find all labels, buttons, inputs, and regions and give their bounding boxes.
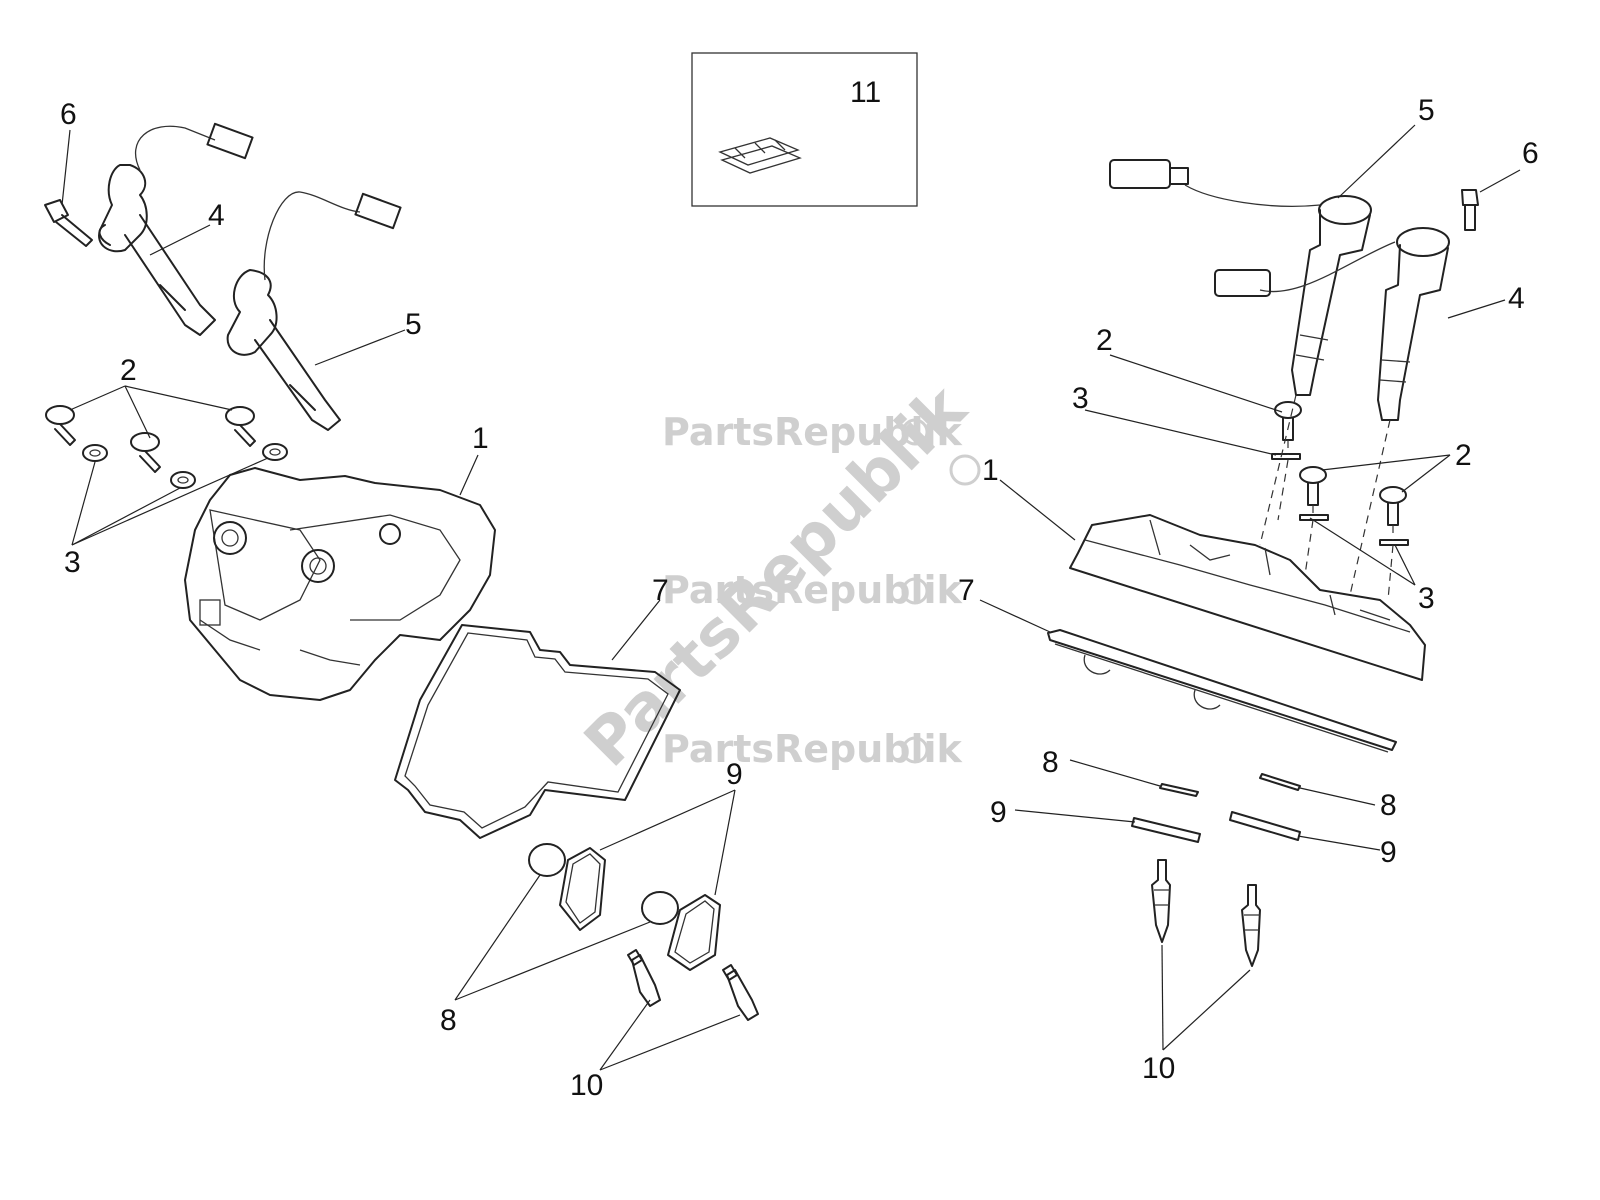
callout-right-6: 6 <box>1522 137 1539 170</box>
watermark-1: PartsRepublik <box>662 410 963 454</box>
gasket-kit-icon <box>718 137 802 174</box>
callout-left-5: 5 <box>405 308 422 341</box>
callout-right-3b: 3 <box>1418 582 1435 615</box>
left-ignition-coil-4 <box>98 122 254 336</box>
watermark-2: PartsRepublik <box>662 568 963 612</box>
callout-right-8a: 8 <box>1042 746 1059 779</box>
left-valve-cover-1 <box>184 467 496 701</box>
leader-lines <box>61 124 1521 1071</box>
callout-right-7: 7 <box>958 574 975 607</box>
left-spark-plugs-10 <box>627 949 759 1021</box>
left-orings-8 <box>528 843 679 925</box>
right-bolt-6 <box>1461 189 1479 231</box>
right-valve-cover-1 <box>1069 514 1426 681</box>
callout-right-5: 5 <box>1418 94 1435 127</box>
callout-right-8b: 8 <box>1380 789 1397 822</box>
callout-right-3a: 3 <box>1072 382 1089 415</box>
right-ignition-coil-5 <box>1109 159 1372 396</box>
right-spark-plugs-10 <box>1151 859 1261 967</box>
watermark-3: PartsRepublik <box>662 727 963 771</box>
callout-left-7: 7 <box>652 574 669 607</box>
callout-kit-11: 11 <box>850 76 881 109</box>
left-washers-3 <box>82 443 288 489</box>
callout-right-9b: 9 <box>1380 836 1397 869</box>
callouts: 6 4 5 2 3 1 7 9 8 10 11 5 6 4 2 3 1 2 3 … <box>60 76 1539 1102</box>
callout-left-4: 4 <box>208 199 225 232</box>
callout-right-1: 1 <box>982 454 999 487</box>
callout-left-3: 3 <box>64 546 81 579</box>
callout-right-2a: 2 <box>1096 324 1113 357</box>
gear-logo-icon <box>901 418 981 764</box>
callout-left-9: 9 <box>726 758 743 791</box>
callout-right-10: 10 <box>1142 1052 1175 1085</box>
callout-left-10: 10 <box>570 1069 603 1102</box>
right-seals-8 <box>1159 773 1301 797</box>
left-gasket-7 <box>394 624 681 839</box>
right-seals-9 <box>1131 811 1301 843</box>
right-gasket-7 <box>1047 629 1397 753</box>
left-ignition-coil-5 <box>226 191 402 431</box>
callout-right-9a: 9 <box>990 796 1007 829</box>
right-dash-leaders <box>1259 394 1394 601</box>
callout-left-8: 8 <box>440 1004 457 1037</box>
left-screws-2 <box>45 405 256 473</box>
callout-left-6: 6 <box>60 98 77 131</box>
watermark-group: PartsRepublik PartsRepublik PartsRepubli… <box>571 371 981 781</box>
callout-left-1: 1 <box>472 422 489 455</box>
callout-left-2: 2 <box>120 354 137 387</box>
right-ignition-coil-4 <box>1214 227 1450 421</box>
callout-right-2b: 2 <box>1455 439 1472 472</box>
left-gaskets-9 <box>559 847 721 971</box>
kit-box <box>691 52 918 207</box>
callout-right-4: 4 <box>1508 282 1525 315</box>
left-bolt-6 <box>44 199 93 247</box>
